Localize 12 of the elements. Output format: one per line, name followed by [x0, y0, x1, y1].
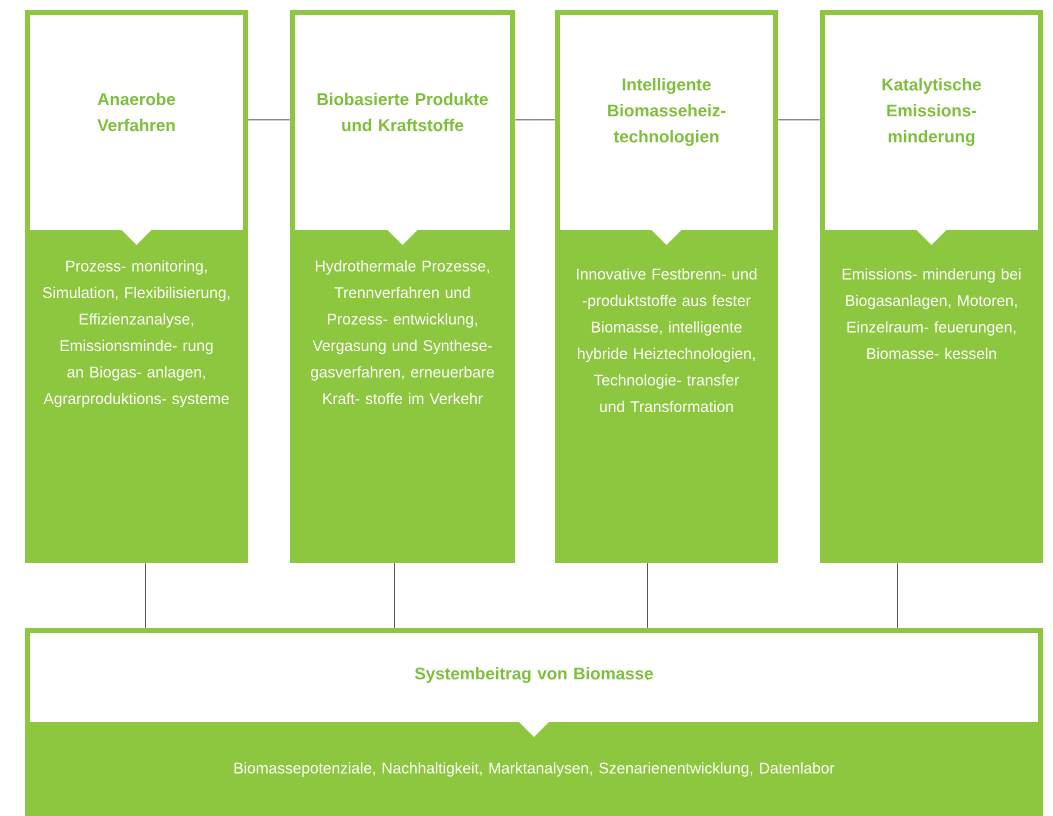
connector-line [777, 119, 821, 121]
connector-line [145, 562, 146, 629]
summary-box: Systembeitrag von Biomasse Biomassepotenziale, Nachhaltigkeit, Marktanalysen, Szenarienentwicklung, Datenlabor [25, 628, 1043, 816]
column-box: Biobasierte Produkte und Kraftstoffe Hydrothermale Prozesse, Trennverfahren und Prozess- entwicklung, Vergasung und Synthese- gasverfahren, erneuerbare Kraft- stoffe im Verkehr [290, 10, 515, 563]
column-box: Katalytische Emissions- minderung Emissions- minderung bei Biogasanlagen, Motoren, Einzelraum- feuerungen, Biomasse- kesseln [820, 10, 1043, 563]
connector-line [514, 119, 556, 121]
connector-line [647, 562, 648, 629]
connector-line [897, 562, 898, 629]
connector-line [394, 562, 395, 629]
connector-line [247, 119, 291, 121]
column-box: Intelligente Biomasseheiz- technologien Innovative Festbrenn- und -produktstoffe aus fester Biomasse, intelligente hybride Heiztechnologien, Technologie- transfer und Transformation [555, 10, 778, 563]
column-box: Anaerobe Verfahren Prozess- monitoring, Simulation, Flexibilisierung, Effizienzanalyse, Emissionsminde- rung an Biogas- anlagen, Agrarproduktions- systeme [25, 10, 248, 563]
